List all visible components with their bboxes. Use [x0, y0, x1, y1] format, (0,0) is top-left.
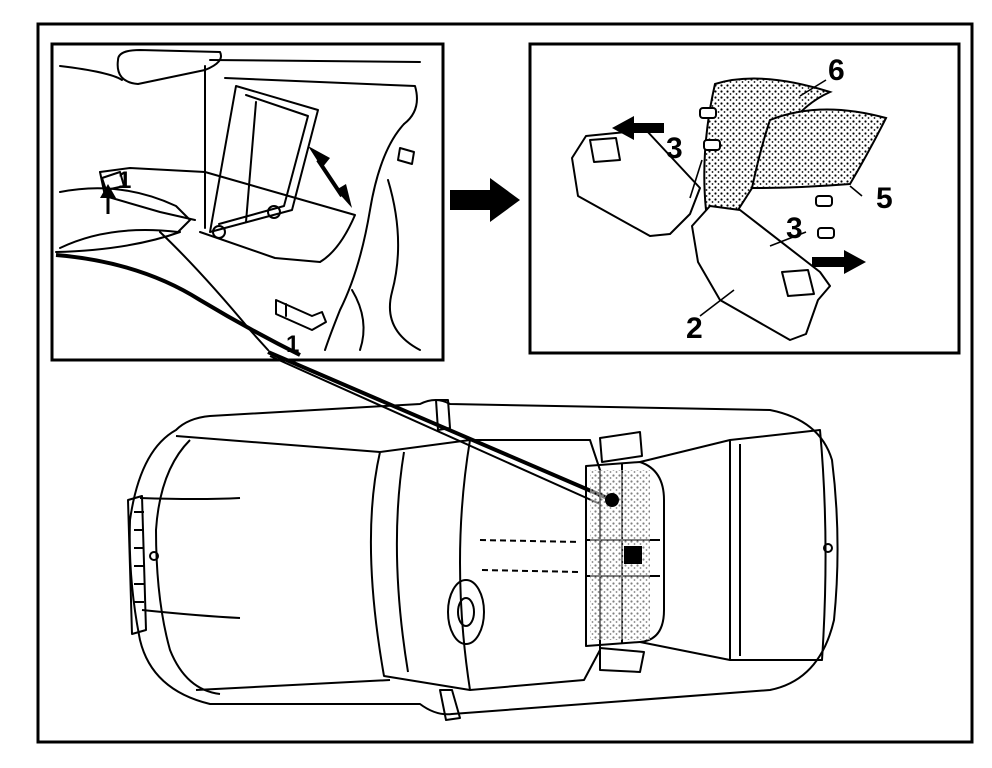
left-callout-1-a: 1	[118, 167, 131, 194]
cover-piece-5	[750, 108, 888, 190]
double-arrow-icon	[308, 146, 352, 208]
push-arrow-icons	[612, 116, 866, 274]
left-inset: 1 1	[50, 42, 445, 362]
right-callout-6: 6	[828, 54, 845, 87]
outer-frame	[36, 22, 974, 744]
right-callout-3-bottom: 3	[786, 212, 803, 245]
right-callout-2: 2	[686, 312, 703, 345]
up-arrow-icon	[100, 184, 116, 214]
panel-right-piece	[691, 205, 831, 341]
left-inset-frame	[50, 42, 445, 362]
left-callout-1-b: 1	[286, 331, 299, 358]
center-block	[624, 546, 642, 564]
location-marker	[605, 493, 619, 507]
right-callout-3-top: 3	[666, 132, 683, 165]
screw-icons	[699, 107, 835, 239]
pointer-line	[267, 350, 613, 502]
right-inset: 6 3 5 3 2	[528, 42, 961, 355]
right-callout-5: 5	[876, 182, 893, 215]
right-arrow-icon	[450, 178, 520, 222]
car-top-view	[127, 399, 839, 721]
